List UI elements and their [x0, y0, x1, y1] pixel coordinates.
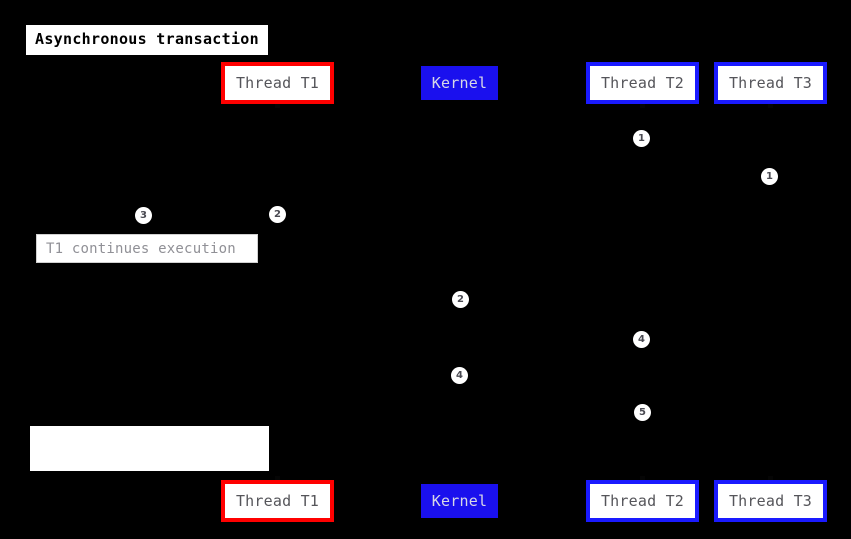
- lifeline-stub-5: [768, 476, 773, 481]
- note-box-empty: [30, 426, 269, 471]
- lifeline-foot-kernel[interactable]: Kernel: [421, 484, 498, 518]
- step-badge-4-thread-t2: 4: [633, 331, 650, 348]
- lifeline-line-3: [770, 104, 772, 480]
- lifeline-stub-3: [275, 476, 280, 481]
- lifeline-head-kernel[interactable]: Kernel: [421, 66, 498, 100]
- step-badge-2-thread-t1: 2: [269, 206, 286, 223]
- lifeline-head-thread-t3[interactable]: Thread T3: [714, 62, 827, 104]
- lifeline-stub-4: [640, 476, 645, 481]
- lifeline-line-2: [642, 104, 644, 480]
- step-badge-5-thread-t2: 5: [634, 404, 651, 421]
- lifeline-line-0: [277, 104, 279, 480]
- lifeline-head-thread-t1[interactable]: Thread T1: [221, 62, 334, 104]
- lifeline-head-thread-t2[interactable]: Thread T2: [586, 62, 699, 104]
- step-badge-1-thread-t3: 1: [761, 168, 778, 185]
- diagram-title: Asynchronous transaction: [26, 25, 268, 55]
- lifeline-stub-1: [640, 103, 645, 108]
- note-box-t1-continues-execution: T1 continues execution: [36, 234, 258, 263]
- lifeline-foot-thread-t3[interactable]: Thread T3: [714, 480, 827, 522]
- step-badge-4-kernel: 4: [451, 367, 468, 384]
- step-badge-1-thread-t2: 1: [633, 130, 650, 147]
- lifeline-foot-thread-t2[interactable]: Thread T2: [586, 480, 699, 522]
- step-badge-2-kernel: 2: [452, 291, 469, 308]
- lifeline-stub-2: [768, 103, 773, 108]
- lifeline-stub-0: [275, 103, 280, 108]
- lifeline-foot-thread-t1[interactable]: Thread T1: [221, 480, 334, 522]
- step-badge-3-thread-t1: 3: [135, 207, 152, 224]
